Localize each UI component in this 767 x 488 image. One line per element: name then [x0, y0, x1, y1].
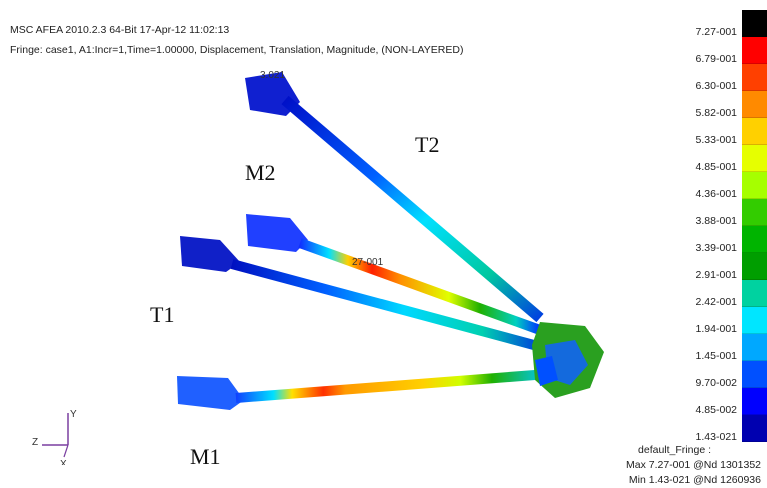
- m2-strut: [298, 238, 542, 335]
- legend-swatch: [742, 10, 767, 37]
- legend-swatch: [742, 280, 767, 307]
- legend-max: Max 7.27-001 @Nd 1301352: [626, 459, 761, 471]
- legend-tick: 1.94-001: [695, 323, 737, 335]
- label-m1: M1: [190, 444, 221, 469]
- legend-tick: 7.27-001: [695, 26, 737, 38]
- legend-swatch: [742, 361, 767, 388]
- header-title: MSC AFEA 2010.2.3 64-Bit 17-Apr-12 11:02…: [10, 24, 230, 36]
- legend-tick: 6.30-001: [695, 80, 737, 92]
- legend-swatch: [742, 37, 767, 64]
- legend-tick: 1.43-021: [695, 431, 737, 443]
- legend-swatch: [742, 91, 767, 118]
- axis-y-label: Y: [70, 409, 77, 420]
- axis-triad: Y Z X: [32, 409, 77, 465]
- legend-swatch: [742, 118, 767, 145]
- legend-tick: 3.39-001: [695, 242, 737, 254]
- legend-title: default_Fringe :: [638, 444, 711, 456]
- legend-swatch: [742, 199, 767, 226]
- legend-tick: 4.85-001: [695, 161, 737, 173]
- label-t2: T2: [415, 132, 440, 157]
- legend-swatch: [742, 334, 767, 361]
- legend-swatch: [742, 172, 767, 199]
- axis-z-label: Z: [32, 437, 38, 448]
- m2-bracket: [246, 214, 308, 252]
- m1-bracket: [177, 376, 244, 410]
- legend-tick: 9.70-002: [695, 377, 737, 389]
- t2-strut: [281, 95, 544, 323]
- t1-strut: [230, 259, 547, 353]
- legend-tick: 4.36-001: [695, 188, 737, 200]
- legend-swatch: [742, 226, 767, 253]
- t1-bracket: [180, 236, 240, 272]
- legend-min: Min 1.43-021 @Nd 1260936: [628, 474, 761, 486]
- legend-swatch: [742, 64, 767, 91]
- legend-tick: 1.45-001: [695, 350, 737, 362]
- legend-tick: 2.91-001: [695, 269, 737, 281]
- legend-swatch: [742, 388, 767, 415]
- node-label-mid: 27-001: [352, 257, 384, 268]
- m1-strut: [235, 369, 549, 403]
- legend-tick: 4.85-002: [695, 404, 737, 416]
- label-m2: M2: [245, 160, 276, 185]
- legend-swatch: [742, 415, 767, 442]
- legend-tick: 2.42-001: [695, 296, 737, 308]
- legend-tick: 5.33-001: [695, 134, 737, 146]
- legend-swatch: [742, 253, 767, 280]
- fringe-legend: [742, 10, 767, 442]
- legend-swatch: [742, 145, 767, 172]
- axis-x-label: X: [60, 459, 67, 465]
- legend-tick: 5.82-001: [695, 107, 737, 119]
- legend-tick: 3.88-001: [695, 215, 737, 227]
- label-t1: T1: [150, 302, 175, 327]
- legend-tick: 6.79-001: [695, 53, 737, 65]
- legend-swatch: [742, 307, 767, 334]
- header-fringe-info: Fringe: case1, A1:Incr=1,Time=1.00000, D…: [10, 44, 464, 56]
- node-label-top: 3.021: [260, 70, 286, 81]
